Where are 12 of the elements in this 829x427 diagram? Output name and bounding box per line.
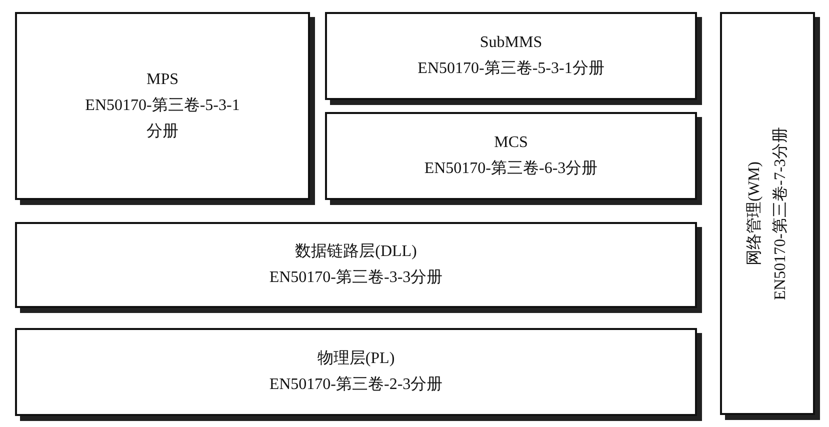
layer-name: SubMMS <box>480 33 542 53</box>
standard-reference: EN50170-第三卷-7-3分册 <box>770 126 790 300</box>
layer-name: 数据链路层(DLL) <box>295 242 417 262</box>
standard-reference: EN50170-第三卷-6-3分册 <box>424 159 598 179</box>
standard-reference: EN50170-第三卷-5-3-1分册 <box>418 59 604 79</box>
standard-reference: EN50170-第三卷-2-3分册 <box>269 375 443 395</box>
standard-reference: EN50170-第三卷-5-3-1分册 <box>84 96 241 142</box>
layer-name: 物理层(PL) <box>317 349 395 369</box>
layer-name: MPS <box>146 70 179 90</box>
layer-name: 网络管理(WM) <box>744 162 764 266</box>
standard-reference: EN50170-第三卷-3-3分册 <box>269 268 443 288</box>
layer-name: MCS <box>494 133 528 153</box>
